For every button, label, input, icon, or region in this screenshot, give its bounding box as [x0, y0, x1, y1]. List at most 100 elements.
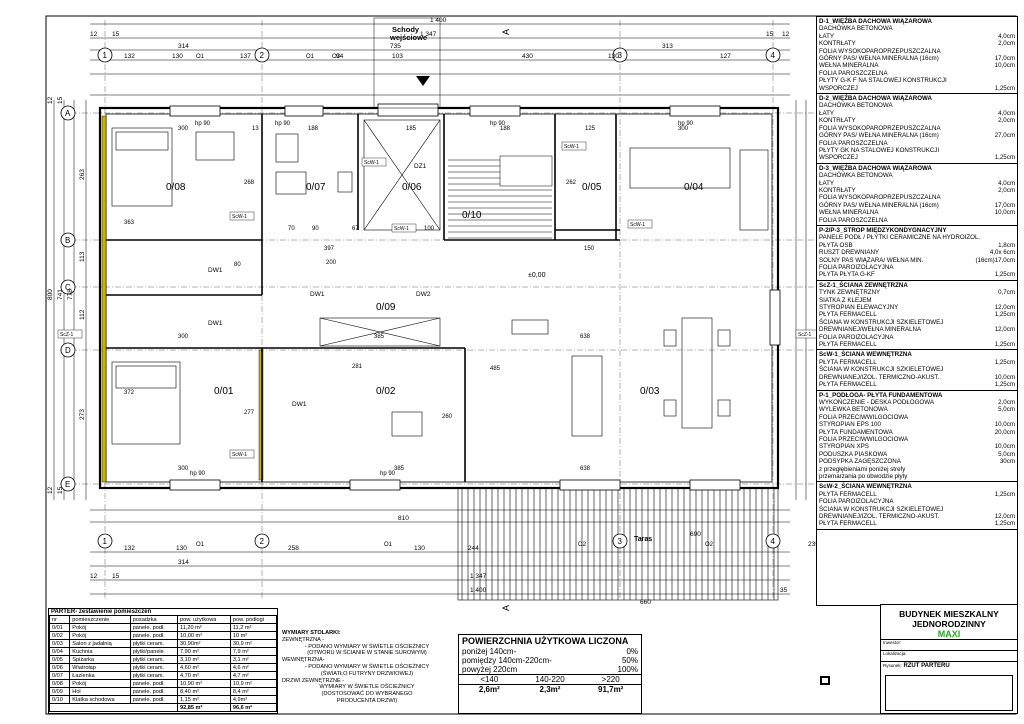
entrance-door — [377, 103, 439, 117]
spec-layer: ŚCIANA W KONSTRUKCJI SZKIELETOWEJ — [819, 366, 944, 374]
title-block: BUDYNEK MIESZKALNY JEDNORODZINNY MAXI In… — [880, 604, 1018, 714]
spec-thickness: 17,0cm — [994, 55, 1015, 63]
axis-col-label: 2 — [260, 537, 265, 546]
spec-layer: SIATKA Z KLEJEM — [819, 296, 872, 304]
area-rule: pomiędzy 140cm-220cm-50% — [459, 656, 641, 665]
window-sill-tag: hp 90 — [490, 121, 506, 127]
spec-layer: ŚCIANA W KONSTRUKCJI SZKIELETOWEJ — [819, 505, 944, 513]
wall-tag-frame — [361, 157, 387, 167]
area-rule-percent: 0% — [626, 647, 638, 656]
axis-row-label: D — [65, 346, 71, 355]
area-grid-cell: >220 — [601, 675, 620, 684]
spec-layer: ŁATY — [819, 32, 835, 40]
spec-layer: FOLIA WYSOKOPAROPRZEPUSZCZALNA — [819, 47, 941, 55]
usable-area-table: POWIERZCHNIA UŻYTKOWA LICZONA poniżej 14… — [458, 634, 642, 714]
spec-thickness: 4,0x 6cm — [989, 249, 1015, 257]
room-cell: 8,40 m² — [177, 687, 231, 696]
opening-tag: O1 — [196, 54, 205, 60]
spec-thickness: 4,0cm — [998, 179, 1015, 187]
axis-row-label: B — [65, 236, 70, 245]
dim-left: 113 — [79, 251, 86, 262]
spec-layer: DACHÓWKA BETONOWA — [819, 172, 893, 180]
room-cell: 8,4 m² — [229, 687, 278, 696]
room-cell: 0/08 — [48, 679, 71, 688]
dim-bottom: 130 — [414, 545, 425, 552]
door-tag: DZ1 — [414, 163, 427, 170]
spec-layer: FOLIA PAROSZCZELNA — [819, 216, 888, 224]
spec-layer: FOLIA PRZECIWWILGOCIOWA — [819, 435, 909, 443]
spec-section-title: P-1_PODŁOGA- PŁYTA FUNDAMENTOWA — [819, 391, 943, 399]
room-cell: Pokój — [69, 631, 131, 640]
room-cell: 0/04 — [48, 647, 71, 656]
spec-row: ŚCIANA W KONSTRUKCJI SZKIELETOWEJ — [819, 506, 1015, 513]
spec-layer: KONTRŁATY — [819, 40, 856, 48]
spec-thickness: 2,0cm — [998, 117, 1015, 125]
spec-row: KONTRŁATY 2,0cm — [819, 117, 1015, 124]
spec-row: SIATKA Z KLEJEM — [819, 297, 1015, 304]
spec-thickness: 1,25cm — [994, 271, 1015, 279]
dim-top: 130 — [608, 53, 619, 60]
room-cell: 4,70 m² — [177, 671, 231, 680]
dim-inner: 70 — [288, 226, 295, 232]
dim-inner: 485 — [490, 366, 501, 372]
area-rule-range: powyżej 220cm — [462, 665, 518, 674]
axis-row-bubble — [60, 476, 76, 492]
axis-col-bubble — [97, 533, 113, 549]
spec-row: GÓRNY PAS/ WEŁNA MINERALNA (16cm)17,0cm — [819, 55, 1015, 62]
wall-tag: ScW-1 — [364, 160, 379, 166]
spec-thickness: 0,7cm — [998, 289, 1015, 297]
spec-thickness: 10,0cm — [994, 62, 1015, 70]
spec-layer: FOLIA PAROIZOLACYJNA — [819, 498, 894, 506]
dimension-lines-bottom — [90, 509, 790, 595]
section-mark-bottom: A — [501, 605, 511, 611]
spec-layer: GÓRNY PAS/ WEŁNA MINERALNA (16cm) — [819, 201, 939, 209]
dim-bottom: 1 347 — [470, 573, 487, 580]
spec-layer: FOLIA PAROIZOLACYJNA — [819, 333, 894, 341]
dim-top: 313 — [662, 43, 673, 50]
insulation-room-0-02 — [258, 349, 264, 481]
spec-row: PANELE PODŁ / PŁYTKI CERAMICZNE NA HYDRO… — [819, 234, 1015, 241]
axis-row-bubble — [60, 232, 76, 248]
spec-layer: ŁATY — [819, 109, 835, 117]
spec-layer: STYROPIAN ELEWACYJNY — [819, 304, 899, 312]
spec-layer: SOLNY PAS WIĄZARA/ WEŁNA MIN. — [819, 256, 924, 264]
joinery-line-5: WYMIARY W ŚWIETLE OŚCIEŻNICY — [319, 684, 415, 691]
spec-row: FOLIA PAROIZOLACYJNA — [819, 498, 1015, 505]
spec-thickness: 10,0cm — [994, 209, 1015, 217]
room-cell: 30,9 m² — [229, 639, 278, 648]
dim-bottom: 1 400 — [470, 587, 487, 594]
dim-left: 15 — [57, 486, 64, 494]
wall-tag-frame — [229, 211, 255, 221]
wall-tag: ScW-1 — [630, 222, 645, 228]
room-cell: 4,6 m² — [229, 663, 278, 672]
dim-left: 263 — [79, 169, 86, 180]
wall-tag-frame — [57, 329, 83, 339]
door-tag: DW1 — [310, 291, 325, 298]
dim-bottom: 132 — [124, 545, 135, 552]
spec-layer: KONTRŁATY — [819, 117, 856, 125]
spec-thickness: (16cm)17,0cm — [975, 256, 1015, 264]
axis-col-label: 1 — [103, 537, 108, 546]
spec-row: DACHÓWKA BETONOWA — [819, 172, 1015, 179]
room-cell: 0/06 — [48, 663, 71, 672]
axis-col-bubble — [254, 533, 270, 549]
insulation-west — [101, 115, 107, 483]
room-cell: 10 m² — [229, 631, 278, 640]
room-label-0-03: 0/03 — [640, 386, 660, 397]
wall-tag: ScW-1 — [232, 214, 247, 220]
axis-col-bubble — [612, 533, 628, 549]
room-cell: panele. podł. — [129, 631, 179, 640]
spec-layer: DREWNIANEJ/IZOL. TERMICZNO-AKUST. — [819, 513, 940, 520]
spec-layer: PŁYTY G-K F NA STALOWEJ KONSTRUKCJI — [819, 77, 947, 85]
